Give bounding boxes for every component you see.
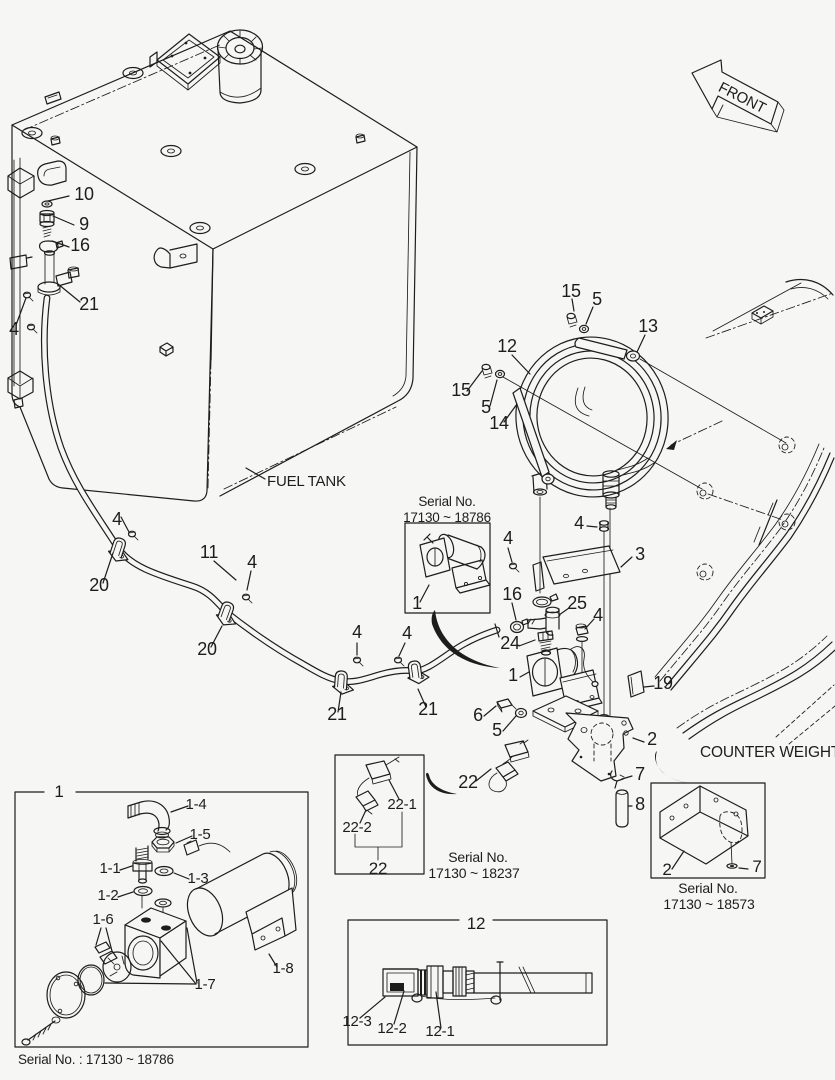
callout-part-12: 12 [497, 336, 517, 356]
callout-box1-part-1: 1 [54, 782, 63, 801]
callout-part-13: 13 [638, 316, 658, 336]
clamp-bolt [127, 530, 405, 667]
callout-part-4-a: 4 [9, 319, 19, 339]
callout-part-1-b: 1 [508, 665, 518, 685]
callout-serial-pumpbox-line2: 17130 ~ 18786 [403, 510, 491, 525]
callout-serial-box1: Serial No. : 17130 ~ 18786 [18, 1052, 174, 1067]
pump-assembly [508, 520, 621, 726]
callout-part-10: 10 [74, 184, 94, 204]
callout-part-1-7: 1-7 [194, 976, 215, 993]
callout-box2-part-7: 7 [752, 857, 761, 876]
counterweight-hole [696, 436, 796, 581]
hose-end-fitting [602, 470, 620, 510]
callout-part-4-f: 4 [503, 528, 513, 548]
fuel-tank [7, 29, 418, 502]
harness-detail-box [334, 754, 425, 875]
callout-part-24: 24 [500, 633, 520, 653]
callout-part-14: 14 [489, 413, 509, 433]
bolt-15-washer-5 [481, 312, 590, 379]
callout-part-22-a: 22 [458, 772, 478, 792]
tank-fittings [22, 160, 80, 334]
callout-part-4-d: 4 [352, 622, 362, 642]
bracket-13 [574, 337, 641, 362]
callout-part-15-b: 15 [451, 380, 471, 400]
callout-part-16-b: 16 [502, 584, 522, 604]
callout-part-6: 6 [473, 705, 483, 725]
callout-part-1-3: 1-3 [187, 870, 208, 887]
hose-clamp [215, 601, 237, 626]
callout-part-4-g: 4 [574, 513, 584, 533]
reference-arrows [426, 610, 689, 795]
callout-label-counter-weight: COUNTER WEIGHT [700, 744, 835, 761]
callout-part-20-a: 20 [89, 575, 109, 595]
callout-part-21-c: 21 [418, 699, 438, 719]
callout-part-15-a: 15 [561, 281, 581, 301]
tank-pads [21, 66, 366, 357]
callout-part-8: 8 [635, 794, 645, 814]
hose-detail-box [347, 919, 608, 1046]
callout-part-2-a: 2 [647, 729, 657, 749]
coiled-hose [481, 312, 787, 717]
callout-part-5-a: 5 [592, 289, 602, 309]
bracket-14 [512, 387, 555, 485]
callout-serial-bracket-line1: Serial No. [678, 880, 737, 896]
pump-serial-box [404, 522, 491, 614]
callout-part-1-5: 1-5 [189, 826, 210, 843]
callout-label-front: FRONT [716, 79, 769, 117]
leader-lines [15, 195, 749, 1029]
callout-part-12-2: 12-2 [377, 1020, 406, 1037]
callout-part-3: 3 [635, 544, 645, 564]
callout-part-1-8: 1-8 [272, 960, 293, 977]
mount-bracket-assembly [488, 670, 645, 828]
callout-serial-harness-line1: Serial No. [448, 849, 507, 865]
wiring-harness [488, 739, 530, 793]
callout-part-20-b: 20 [197, 639, 217, 659]
hose-clamp [107, 537, 129, 562]
filler-cap [216, 29, 264, 104]
level-gauge-tube [7, 157, 35, 409]
callout-part-1-a: 1 [412, 593, 422, 613]
callout-part-1-4: 1-4 [185, 796, 206, 813]
callout-serial-bracket-line2: 17130 ~ 18573 [663, 896, 755, 912]
bracket-detail-box [650, 782, 766, 879]
callout-part-16-a: 16 [70, 235, 90, 255]
callout-part-5-c: 5 [492, 720, 502, 740]
callout-part-9: 9 [79, 214, 89, 234]
callout-part-1-1: 1-1 [99, 860, 120, 877]
callout-part-25: 25 [567, 593, 587, 613]
callout-label-fuel-tank: FUEL TANK [267, 473, 346, 490]
pump-detail-box [14, 791, 309, 1048]
hose-clamp [407, 660, 430, 685]
callout-part-5-b: 5 [481, 397, 491, 417]
callout-part-4-b: 4 [112, 509, 122, 529]
fuel-hose [40, 294, 501, 695]
callout-part-4-c: 4 [247, 552, 257, 572]
callout-box2-part-2: 2 [662, 860, 671, 879]
callout-part-22-b: 22 [369, 859, 388, 878]
callout-part-21-b: 21 [327, 704, 347, 724]
access-plate [149, 33, 221, 91]
callout-part-4-h: 4 [593, 605, 603, 625]
callout-part-1-2: 1-2 [97, 887, 118, 904]
callout-serial-pumpbox-line1: Serial No. [418, 494, 475, 509]
callout-part-12-1: 12-1 [425, 1023, 454, 1040]
callout-serial-harness-line2: 17130 ~ 18237 [428, 865, 520, 881]
callout-part-21-a: 21 [79, 294, 99, 314]
callout-part-1-6: 1-6 [92, 911, 113, 928]
callout-part-4-e: 4 [402, 623, 412, 643]
callout-part-12-3: 12-3 [342, 1013, 371, 1030]
counterweight-outline [654, 278, 835, 745]
callout-part-11: 11 [200, 542, 218, 562]
callout-part-22-2: 22-2 [342, 819, 371, 836]
callout-part-22-1: 22-1 [387, 796, 416, 813]
callout-box12-part-12: 12 [467, 914, 486, 933]
front-direction-arrow [691, 59, 785, 133]
callout-part-19: 19 [653, 673, 673, 693]
hose-clamp [332, 670, 355, 695]
callout-part-7-a: 7 [635, 764, 645, 784]
pump-thumbnail [419, 533, 491, 594]
